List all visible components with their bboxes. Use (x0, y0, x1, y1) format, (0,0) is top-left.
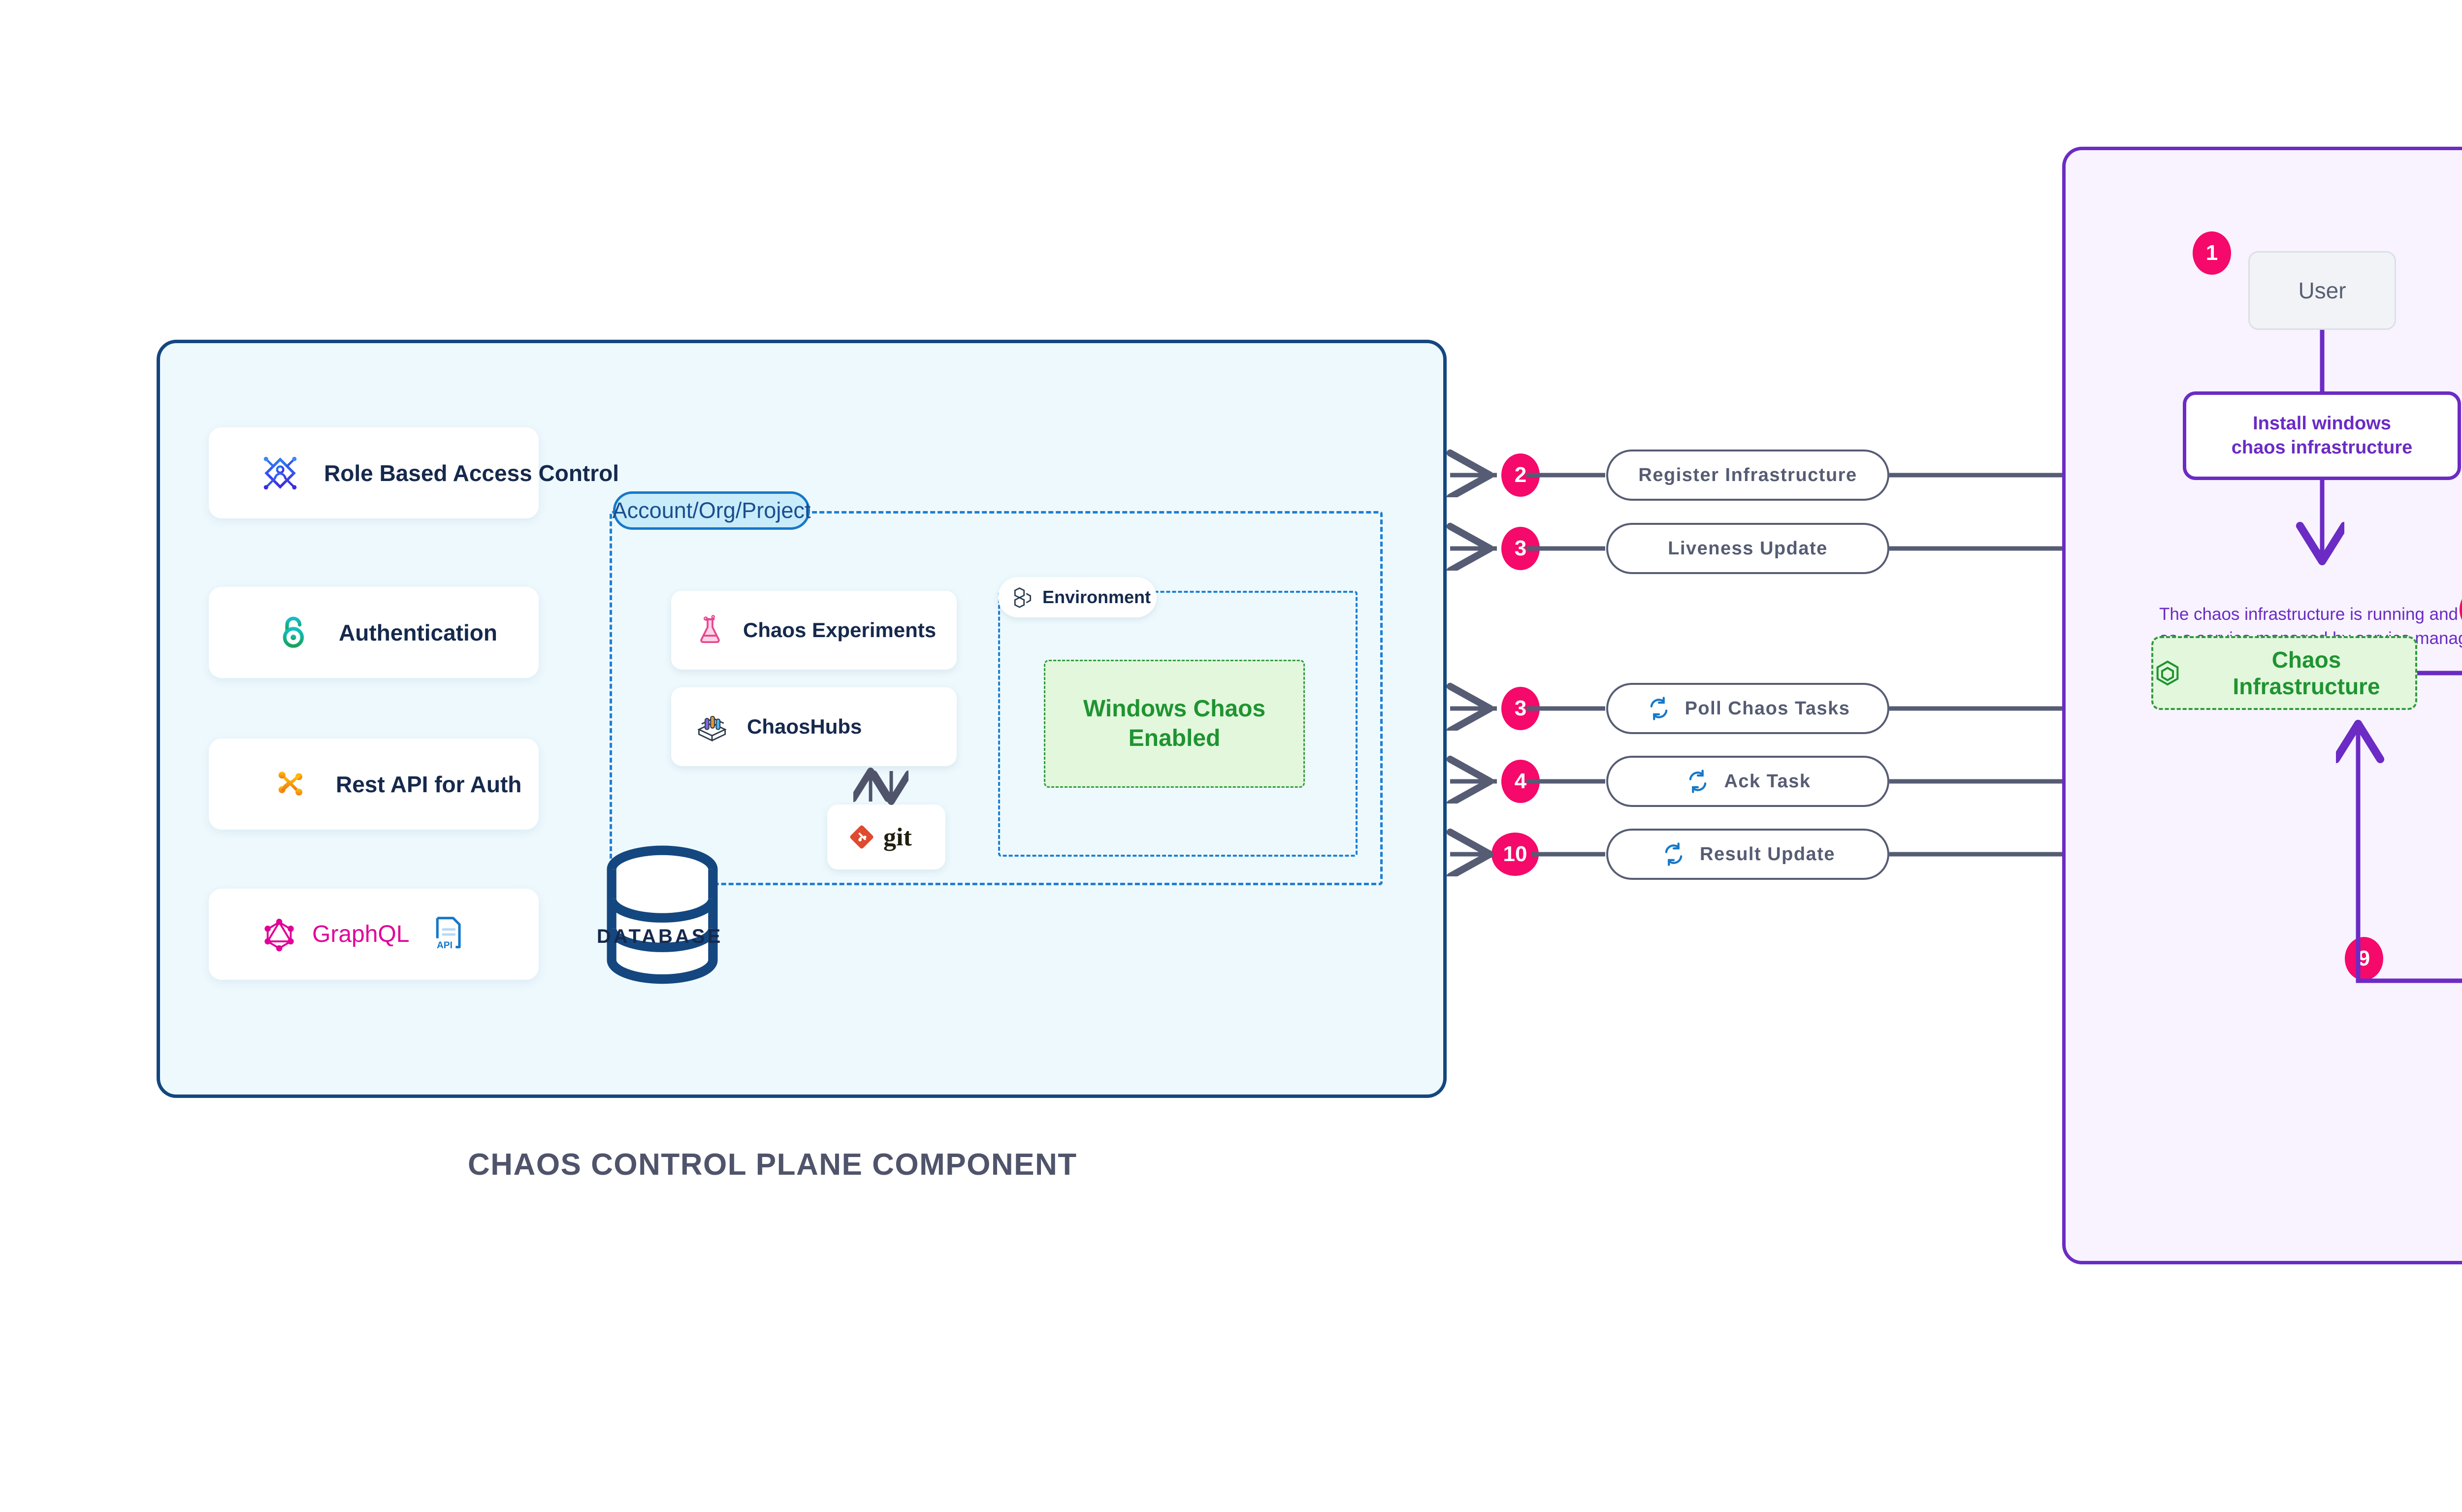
connector-pill-register-infrastructure[interactable]: Register Infrastructure (1606, 450, 1889, 501)
badge-number: 10 (1503, 842, 1527, 866)
badge-number: 3 (1514, 696, 1527, 720)
svg-text:API: API (437, 940, 453, 951)
resource-card-chaoshubs[interactable]: ChaosHubs (671, 687, 957, 766)
connector-pill-poll-chaos-tasks[interactable]: Poll Chaos Tasks (1606, 683, 1889, 734)
resource-card-label: ChaosHubs (747, 715, 862, 738)
git-card[interactable]: git (827, 804, 945, 869)
hexagon-ring-icon (2153, 659, 2182, 687)
graphql-icon (257, 912, 301, 957)
badge-number: 9 (2358, 946, 2370, 970)
step-badge-9: 9 (2345, 937, 2383, 980)
connector-label: Result Update (1700, 843, 1835, 865)
install-windows-chaos-infrastructure-node[interactable]: Install windows chaos infrastructure (2183, 391, 2461, 480)
feature-card-label: GraphQL (312, 921, 410, 947)
step-badge-10: 10 (1491, 833, 1539, 876)
connector-label: Poll Chaos Tasks (1685, 698, 1850, 719)
connector-label: Register Infrastructure (1638, 464, 1857, 485)
badge-number: 1 (2205, 241, 2218, 265)
feature-card-label: Authentication (339, 619, 497, 645)
sync-icon (1660, 841, 1687, 868)
git-icon (848, 823, 875, 851)
feature-card-rest-api[interactable]: Rest API for Auth (209, 739, 539, 830)
sync-icon (1646, 695, 1672, 722)
connector-label: Ack Task (1724, 771, 1811, 792)
badge-number: 3 (1514, 536, 1527, 560)
user-node[interactable]: User (2248, 251, 2396, 330)
open-lock-icon (273, 611, 317, 655)
connector-pill-ack-task[interactable]: Ack Task (1606, 756, 1889, 807)
feature-card-graphql-api[interactable]: GraphQL API (209, 889, 539, 980)
user-node-label: User (2298, 278, 2346, 303)
hexagons-icon (1011, 586, 1034, 609)
environment-pill[interactable]: Environment (998, 577, 1157, 617)
account-org-project-zone (610, 511, 1383, 885)
test-tube-rack-icon (695, 709, 729, 744)
connector-pill-liveness-update[interactable]: Liveness Update (1606, 523, 1889, 574)
windows-chaos-enabled-label: Windows Chaos Enabled (1083, 696, 1266, 751)
rbac-icon (258, 451, 302, 495)
step-badge-3b: 3 (1501, 687, 1540, 730)
database-label: DATABASE (596, 926, 723, 947)
step-badge-6: 6 (2460, 588, 2462, 631)
windows-chaos-enabled-box: Windows Chaos Enabled (1044, 660, 1305, 788)
chaos-infrastructure-label: Chaos Infrastructure (2233, 647, 2380, 699)
step-badge-4: 4 (1501, 760, 1540, 803)
connector-label: Liveness Update (1668, 538, 1828, 559)
step-badge-1: 1 (2193, 231, 2231, 275)
feature-card-authentication[interactable]: Authentication (209, 587, 539, 678)
scope-pill-label: Account/Org/Project (612, 498, 811, 523)
api-document-icon: API (426, 912, 470, 957)
rest-api-icon (270, 762, 314, 806)
install-node-label: Install windows chaos infrastructure (2231, 413, 2413, 458)
account-org-project-pill[interactable]: Account/Org/Project (613, 491, 810, 530)
git-card-label: git (883, 823, 912, 851)
badge-number: 2 (1514, 463, 1527, 487)
feature-card-label: Role Based Access Control (324, 460, 619, 486)
environment-label: Environment (1042, 587, 1151, 607)
step-badge-3a: 3 (1501, 527, 1540, 570)
database-icon (598, 842, 726, 990)
step-badge-2: 2 (1501, 453, 1540, 497)
chaos-infrastructure-node[interactable]: Chaos Infrastructure (2151, 636, 2417, 710)
feature-card-label: Rest API for Auth (336, 771, 522, 797)
control-plane-title: CHAOS CONTROL PLANE COMPONENT (468, 1148, 1077, 1182)
badge-number: 4 (1514, 769, 1527, 793)
environment-zone (998, 591, 1358, 857)
sync-icon (1685, 768, 1711, 795)
feature-card-rbac[interactable]: Role Based Access Control (209, 427, 619, 518)
resource-card-chaos-experiments[interactable]: Chaos Experiments (671, 591, 957, 670)
resource-card-label: Chaos Experiments (743, 618, 937, 642)
flask-icon (695, 615, 725, 645)
connector-pill-result-update[interactable]: Result Update (1606, 829, 1889, 880)
